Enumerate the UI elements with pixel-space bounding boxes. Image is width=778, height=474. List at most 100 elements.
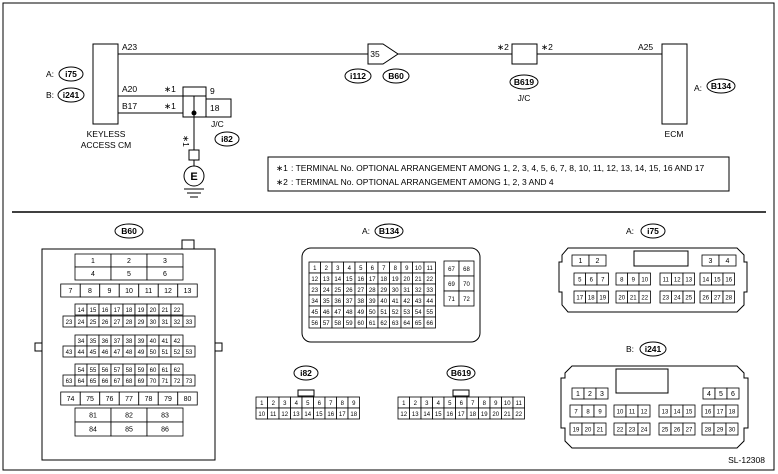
i241-pin-16: 16	[705, 410, 712, 416]
b60-pin-7: 7	[69, 288, 73, 295]
b60-pin-80-cell	[177, 391, 198, 406]
i241-pin-6-cell	[726, 387, 740, 400]
b60-pin-72: 72	[174, 379, 181, 385]
b60-pin-29: 29	[138, 320, 145, 326]
b134-pin-37: 37	[346, 299, 353, 305]
b60-pin-64: 64	[78, 379, 85, 385]
b60-pin-11: 11	[145, 288, 152, 295]
b60-pin-57: 57	[114, 368, 121, 374]
b619-pin-11: 11	[516, 401, 523, 407]
b134-pin-40: 40	[380, 299, 387, 305]
i82-pin-11: 11	[270, 412, 277, 418]
b60-pin-19: 19	[138, 308, 145, 314]
b134-pin-16: 16	[357, 277, 364, 283]
b619-pin-20: 20	[492, 412, 499, 418]
b60-pin-27: 27	[114, 320, 121, 326]
b60-pin-36: 36	[102, 339, 109, 345]
i75-pin-4-cell	[718, 254, 737, 267]
i82-pin-6: 6	[318, 401, 322, 407]
b134-pin-62: 62	[380, 321, 387, 327]
b134-pin-13: 13	[323, 277, 330, 283]
i75-pin-11: 11	[663, 278, 670, 284]
b619-pin-22-cell	[512, 407, 525, 420]
i241-pin-24-cell	[637, 422, 651, 436]
i75-pin-2: 2	[596, 258, 600, 265]
b60-pin-10: 10	[125, 288, 133, 295]
keyless-access-cm-box	[92, 43, 119, 125]
i75-prefix: A:	[626, 226, 634, 236]
i82-pin-15: 15	[316, 412, 323, 418]
b134-pin-5: 5	[359, 266, 363, 272]
b134-pin-25: 25	[334, 288, 341, 294]
b134-pin-7: 7	[382, 266, 386, 272]
keyless-conn-a-prefix: A:	[46, 69, 54, 79]
b134-pin-12: 12	[311, 277, 318, 283]
i82-latch	[297, 389, 315, 397]
i75-pin-18: 18	[588, 296, 595, 302]
b60-pin-37: 37	[114, 339, 121, 345]
junction-b619-box	[511, 43, 538, 65]
i241-prefix: B:	[626, 344, 634, 354]
b134-pin-70: 70	[463, 282, 470, 288]
b619-pin-2: 2	[414, 401, 418, 407]
ecm-conn: B134	[711, 81, 732, 91]
b134-pin-35: 35	[323, 299, 330, 305]
i75-pin-5: 5	[578, 278, 582, 284]
pin-a20: A20	[122, 84, 137, 94]
b60-pin-69: 69	[138, 379, 145, 385]
i75-pin-17: 17	[576, 296, 583, 302]
b60-pin-61: 61	[162, 368, 169, 374]
b134-pin-69: 69	[448, 282, 455, 288]
i241-pin-14: 14	[674, 410, 681, 416]
b60-pin-67: 67	[114, 379, 121, 385]
connector-tag-i241	[57, 87, 85, 103]
b60-pin-33: 33	[186, 320, 193, 326]
i82-pin-10: 10	[258, 412, 265, 418]
b619-pin-10: 10	[504, 401, 511, 407]
i75-pin-28: 28	[725, 296, 732, 302]
i241-pin-17: 17	[717, 410, 724, 416]
b134-pin-17: 17	[369, 277, 376, 283]
i241-pin-25: 25	[662, 428, 669, 434]
b60-pin-3: 3	[163, 258, 167, 265]
i241-pin-11: 11	[629, 410, 636, 416]
junction-i82-pin-box	[205, 98, 232, 118]
b134-pin-63: 63	[392, 321, 399, 327]
jc2-connector: B619	[514, 77, 535, 87]
b60-pin-16: 16	[102, 308, 109, 314]
b134-prefix: A:	[362, 226, 370, 236]
b60-pin-82: 82	[125, 413, 133, 420]
b60-pin-70: 70	[150, 379, 157, 385]
b60-pin-23: 23	[66, 320, 73, 326]
i82-pin-14: 14	[304, 412, 311, 418]
b60-pin-83: 83	[161, 413, 169, 420]
i241-pin-27: 27	[686, 428, 693, 434]
b60-label: B60	[121, 226, 137, 236]
b134-pin-56: 56	[311, 321, 318, 327]
i82-label: i82	[300, 368, 312, 378]
b134-pin-41: 41	[392, 299, 399, 305]
b134-pin-28: 28	[369, 288, 376, 294]
b134-pin-36: 36	[334, 299, 341, 305]
connector-tag-b60	[382, 68, 410, 84]
jc-junction-dot	[191, 110, 197, 116]
b619-pin-3: 3	[425, 401, 429, 407]
b60-latch	[181, 239, 195, 250]
b134-pin-38: 38	[357, 299, 364, 305]
b60-pin-33-cell	[182, 315, 196, 328]
i82-pin-16: 16	[327, 412, 334, 418]
note1-mark: ∗1	[276, 163, 288, 173]
b619-pin-12: 12	[400, 412, 407, 418]
b134-pin-39: 39	[369, 299, 376, 305]
b60-pin-80: 80	[184, 396, 192, 403]
b134-pin-67: 67	[448, 267, 455, 273]
b134-pin-2: 2	[325, 266, 329, 272]
b60-pin-86: 86	[161, 427, 169, 434]
b60-pin-79: 79	[164, 396, 172, 403]
b60-pin-52: 52	[174, 350, 181, 356]
i75-label: i75	[647, 226, 659, 236]
